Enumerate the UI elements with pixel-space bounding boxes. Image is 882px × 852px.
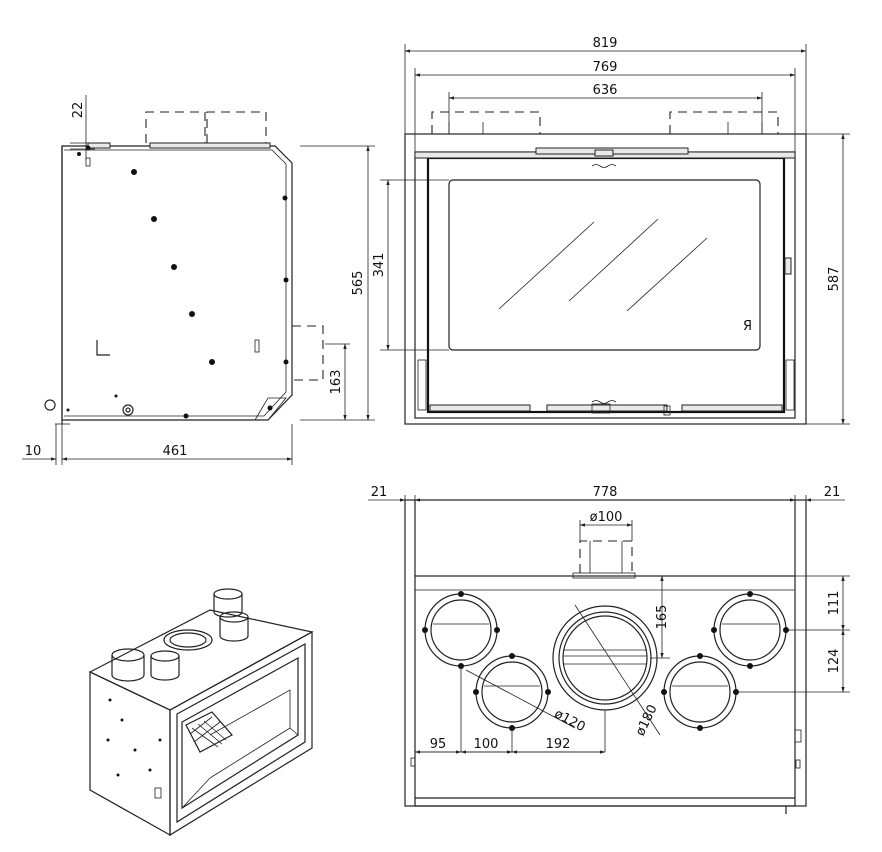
pipe-outlet-1	[422, 591, 500, 669]
dim-right-margin: 21	[824, 485, 841, 500]
dim-left-margin: 21	[371, 485, 388, 500]
dim-width: 778	[593, 485, 618, 500]
dim-x1: 95	[430, 737, 447, 752]
pipe-outlet-large	[552, 605, 658, 711]
dim-back-offset: 10	[25, 444, 42, 459]
logo-mark: Я	[743, 319, 752, 334]
dim-x2: 100	[474, 737, 499, 752]
dim-connection-height: 163	[329, 370, 344, 395]
dim-small-collar: ø100	[590, 510, 623, 525]
dim-top-offset: 22	[71, 102, 86, 119]
dim-glass-height: 341	[372, 253, 387, 278]
dim-right-upper: 111	[827, 591, 842, 616]
dim-pipe-small: ø120	[552, 707, 588, 736]
dim-right-lower: 124	[827, 649, 842, 674]
pipe-outlet-5	[661, 653, 739, 731]
pipe-outlet-2	[473, 653, 551, 731]
isometric-view	[88, 588, 314, 837]
dim-outlet-spacing: 636	[593, 83, 618, 98]
dim-frame-width: 769	[593, 60, 618, 75]
dim-x3: 192	[546, 737, 571, 752]
dim-total-width: 819	[593, 36, 618, 51]
dim-total-height: 587	[827, 267, 842, 292]
dim-pipe-large: ø180	[633, 702, 661, 738]
dim-depth: 461	[163, 444, 188, 459]
top-view: 21 778 21 ø100 165 111 124 ø120 ø180	[368, 485, 850, 814]
side-view: 22 565 163 10 461	[22, 95, 375, 465]
dim-height: 565	[351, 271, 366, 296]
front-view: Я 819 769	[372, 36, 850, 425]
dim-collar-offset: 165	[655, 605, 670, 630]
pipe-outlet-4	[711, 591, 789, 669]
